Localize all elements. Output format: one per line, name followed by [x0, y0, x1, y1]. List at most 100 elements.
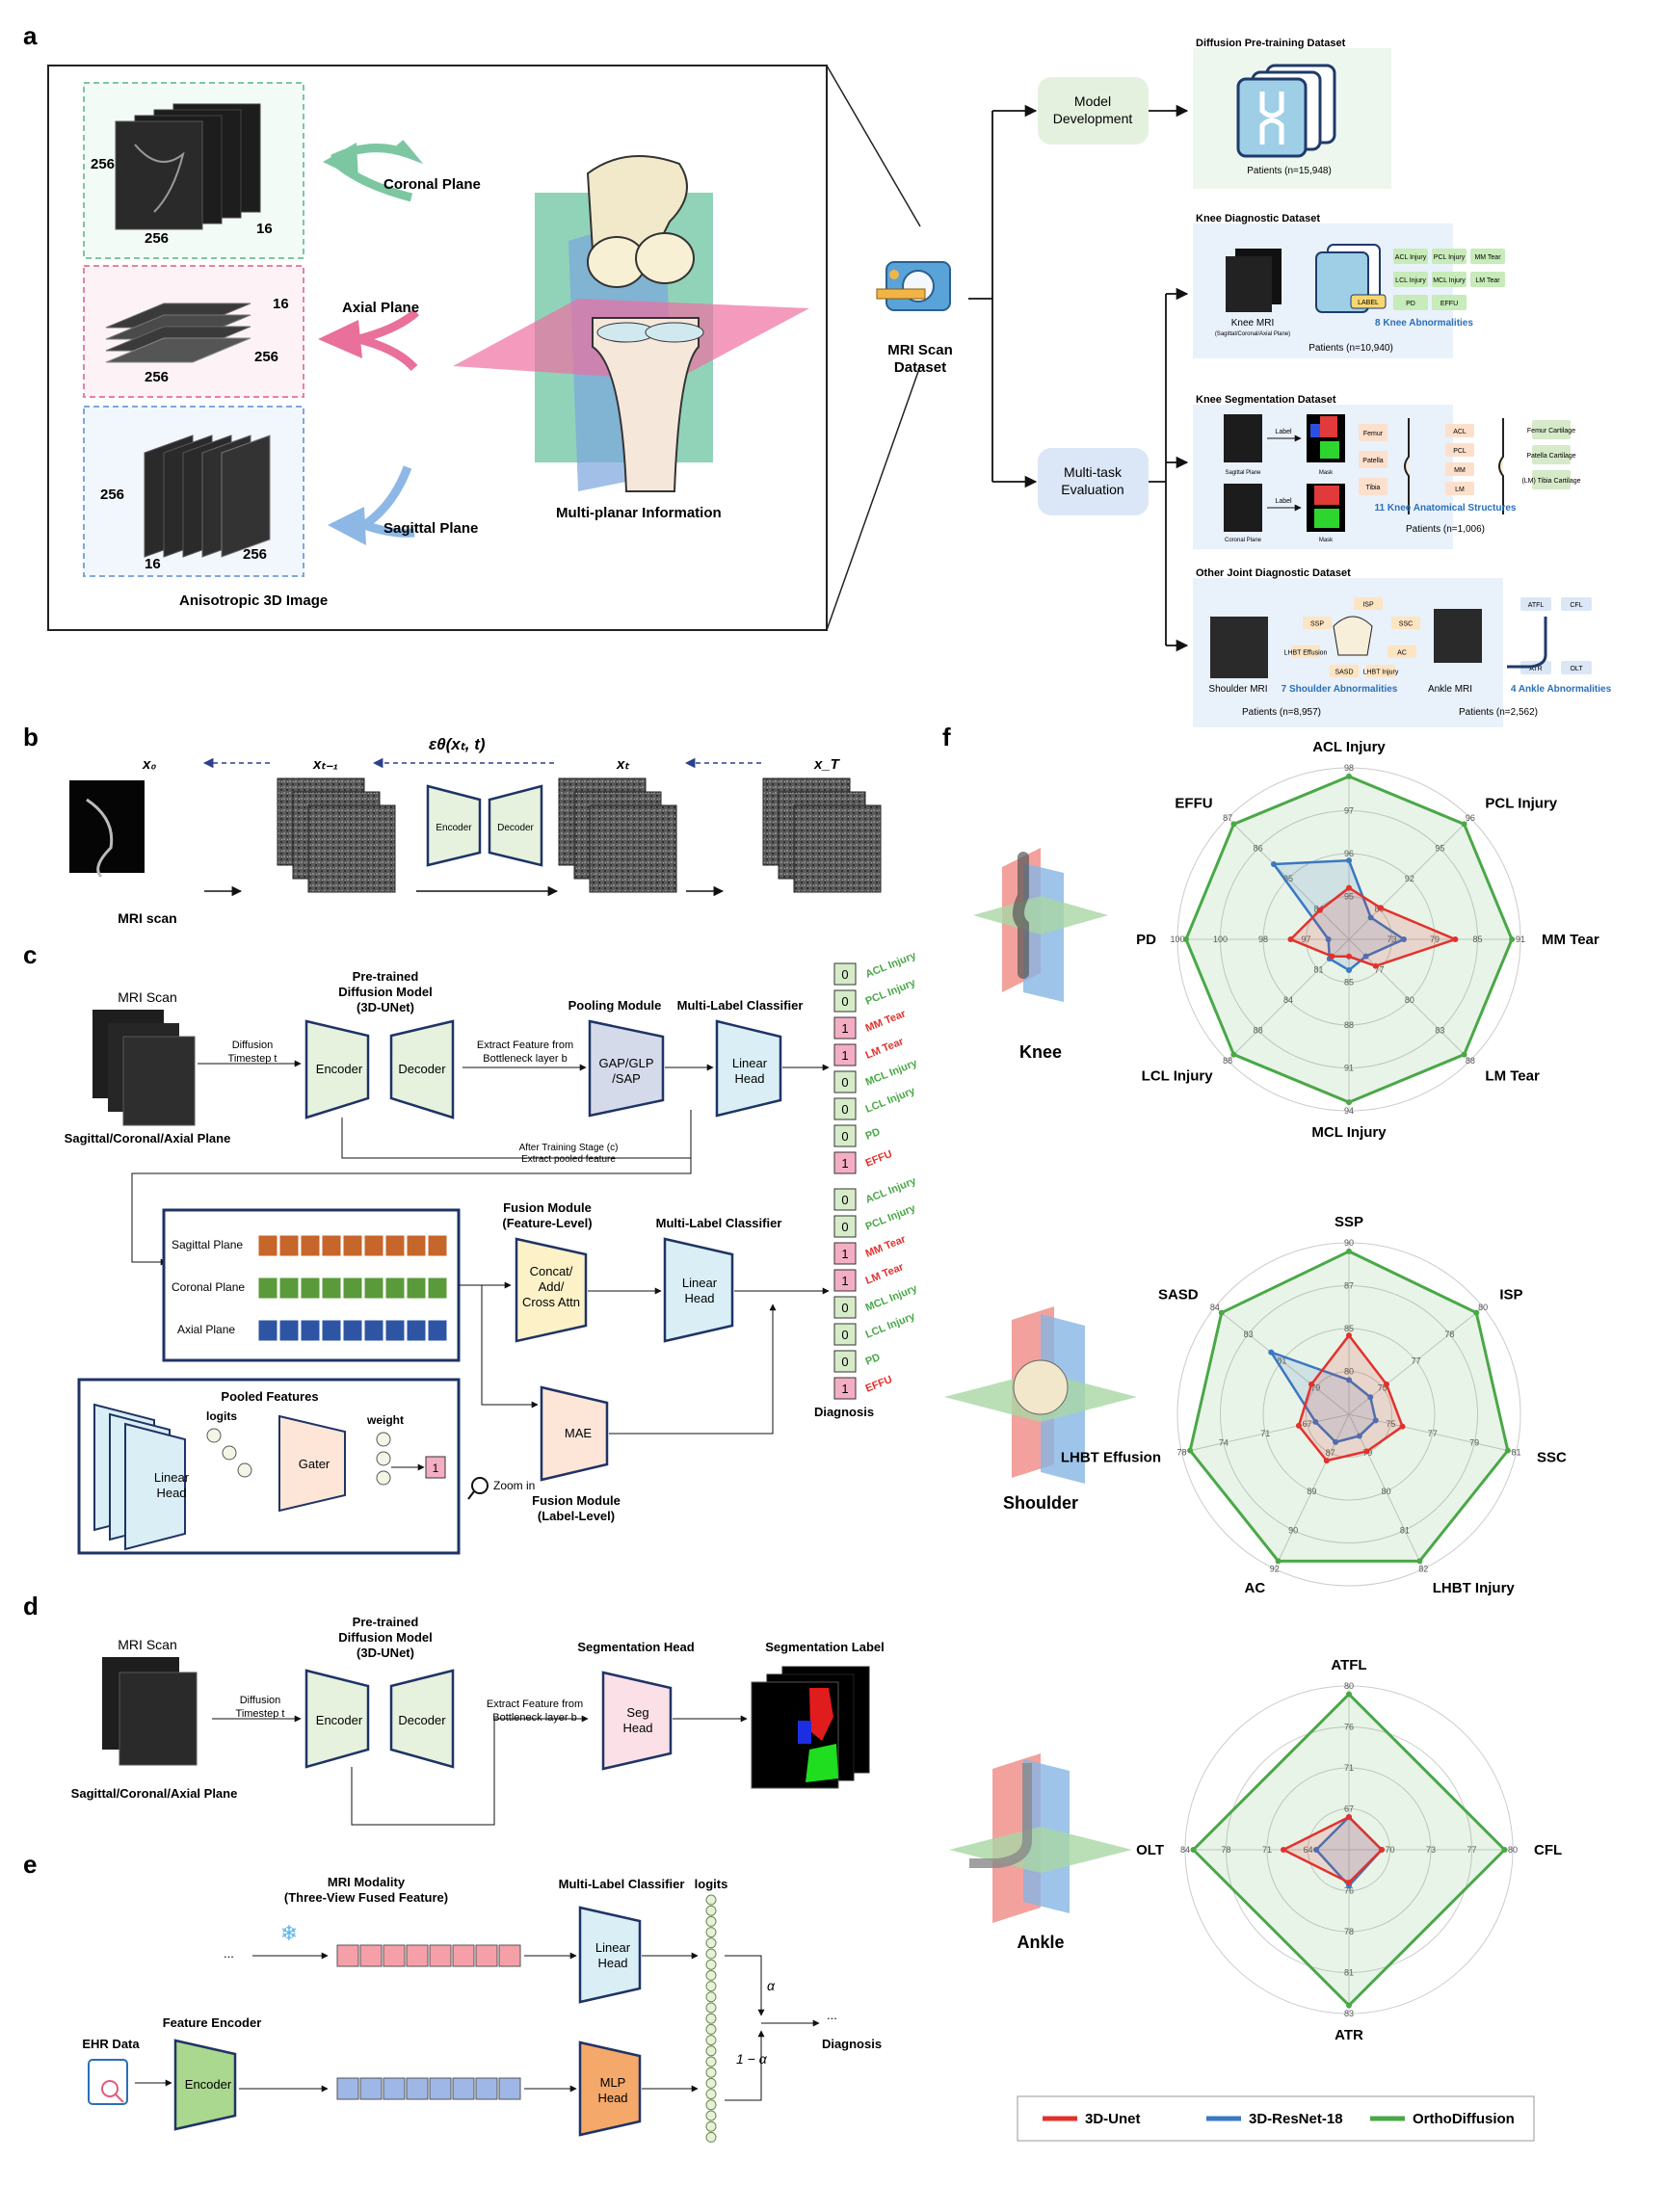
radar-point [1346, 967, 1352, 974]
radar-point [1316, 907, 1323, 913]
axial-stack [105, 303, 251, 363]
diag-abnormalities: 8 Knee Abnormalities [1375, 318, 1473, 329]
dataset-tag-box [1366, 665, 1395, 677]
dataset-tag: SASD [1335, 670, 1353, 676]
logit-node [705, 2056, 717, 2067]
feature-cell [406, 2077, 429, 2100]
pretrain-patients: Patients (n=15,948) [1247, 166, 1332, 176]
dataset-tag: LM [1455, 487, 1465, 493]
seg-label-1: Label [1275, 429, 1292, 435]
c-feature-bars [257, 1234, 448, 1342]
dim-16-coronal: 16 [256, 221, 273, 237]
c-linear-1a: Linear [732, 1056, 768, 1070]
c-concat-2: Add/ [539, 1279, 565, 1294]
c-gater-one: 1 [433, 1462, 439, 1475]
feature-cell [321, 1319, 342, 1342]
mri-scanner-icon [876, 261, 951, 311]
diag-label: PCL Injury [864, 1202, 918, 1233]
radar-axis-label: MM Tear [1542, 932, 1599, 948]
ankle-patients: Patients (n=2,562) [1459, 707, 1538, 718]
radar-tick-label: 85 [1472, 935, 1482, 944]
c-fusion-l2: (Label-Level) [538, 1509, 615, 1523]
diag-value-cell [833, 1323, 857, 1346]
dataset-tag: SSC [1399, 621, 1413, 628]
ankle-mri-thumb [1434, 609, 1482, 663]
c-feedback-path [131, 1158, 692, 1266]
seg-structures: 11 Knee Anatomical Structures [1375, 503, 1517, 514]
d-pretrained-2: Diffusion Model [338, 1630, 433, 1645]
c-mlc-title-1: Multi-Label Classifier [677, 998, 804, 1013]
feature-cell [452, 2077, 475, 2100]
radar-tick-label: 95 [1344, 892, 1354, 902]
logit-node [705, 2089, 717, 2100]
e-feature-encoder-title: Feature Encoder [163, 2015, 262, 2030]
dataset-tag-box [1445, 482, 1474, 495]
diag-value-cell [833, 962, 857, 986]
diag-value: 0 [841, 1220, 848, 1234]
dataset-tag-box [1520, 597, 1551, 611]
radar-point [1346, 884, 1352, 891]
logit-node [705, 2045, 717, 2057]
radar-point [1187, 1447, 1194, 1454]
diag-value-cell [833, 1269, 857, 1292]
diag-label: LM Tear [864, 1036, 907, 1062]
dataset-tag: EFFU [1440, 301, 1458, 307]
dataset-tag-box [1432, 272, 1467, 287]
feature-cell [342, 1277, 363, 1300]
seg-cor-thumb [1224, 484, 1262, 532]
radar-axis-label: ISP [1499, 1286, 1522, 1303]
logit-node [705, 1927, 717, 1938]
e-mlp-b: Head [597, 2091, 627, 2105]
dataset-tag: MM Tear [1474, 254, 1501, 261]
c-plane-label: Sagittal/Coronal/Axial Plane [65, 1131, 231, 1146]
radar-tick-label: 90 [1288, 1525, 1298, 1535]
panel-b-label: b [23, 723, 39, 751]
radar-tick-label: 84 [1210, 1303, 1220, 1312]
logit-node [705, 2077, 717, 2089]
radar-point [1346, 2002, 1352, 2009]
radar-axis-label: LM Tear [1485, 1067, 1540, 1084]
d-seg-label-title: Segmentation Label [765, 1640, 885, 1654]
diag-value: 0 [841, 1102, 848, 1117]
dim-256-coronal-w: 256 [145, 230, 169, 247]
dataset-tag: Tibia [1366, 485, 1381, 491]
radar-tick-label: 96 [1466, 813, 1475, 823]
c-cor-label: Coronal Plane [172, 1280, 245, 1294]
diag-value-cell [833, 1350, 857, 1373]
c-concat-3: Cross Attn [522, 1295, 580, 1309]
radar-point [1281, 1847, 1286, 1853]
logit-node [705, 2131, 717, 2143]
diag-value-cell [833, 989, 857, 1013]
b-xt-stack [558, 777, 677, 893]
radar-tick-label: 75 [1386, 1419, 1395, 1429]
c-diagnosis-label: Diagnosis [814, 1405, 874, 1419]
diag-patients: Patients (n=10,940) [1308, 343, 1393, 354]
radar-spoke [1348, 1413, 1424, 1569]
feature-cell [342, 1319, 363, 1342]
dataset-tag: MCL Injury [1433, 277, 1466, 284]
radar-axis-label: EFFU [1175, 796, 1212, 812]
feature-cell [321, 1277, 342, 1300]
diag-label: ACL Injury [864, 1175, 919, 1206]
diag-value-cell [833, 1377, 857, 1400]
radar-tick-label: 75 [1378, 1382, 1388, 1392]
knee-label: Knee [1019, 1042, 1062, 1062]
radar-axis-label: ATFL [1331, 1657, 1366, 1673]
e-encoder-label: Encoder [185, 2077, 232, 2092]
radar-tick-label: 79 [1469, 1438, 1479, 1448]
diag-value: 0 [841, 1355, 848, 1369]
c-pretrained-1: Pre-trained [353, 969, 419, 984]
radar-tick-label: 85 [1344, 1324, 1354, 1333]
c-pooling-title: Pooling Module [568, 998, 662, 1013]
radar-point [1461, 821, 1467, 828]
feature-cell [406, 1277, 427, 1300]
diag-value: 0 [841, 1193, 848, 1207]
radar-point [1218, 1309, 1225, 1316]
radar-point [1504, 1447, 1511, 1454]
radar-tick-label: 80 [1344, 1367, 1354, 1377]
radar-axis-label: PCL Injury [1485, 796, 1557, 812]
radar-point [1295, 1422, 1302, 1429]
d-extract-2: Bottleneck layer b [492, 1712, 576, 1724]
